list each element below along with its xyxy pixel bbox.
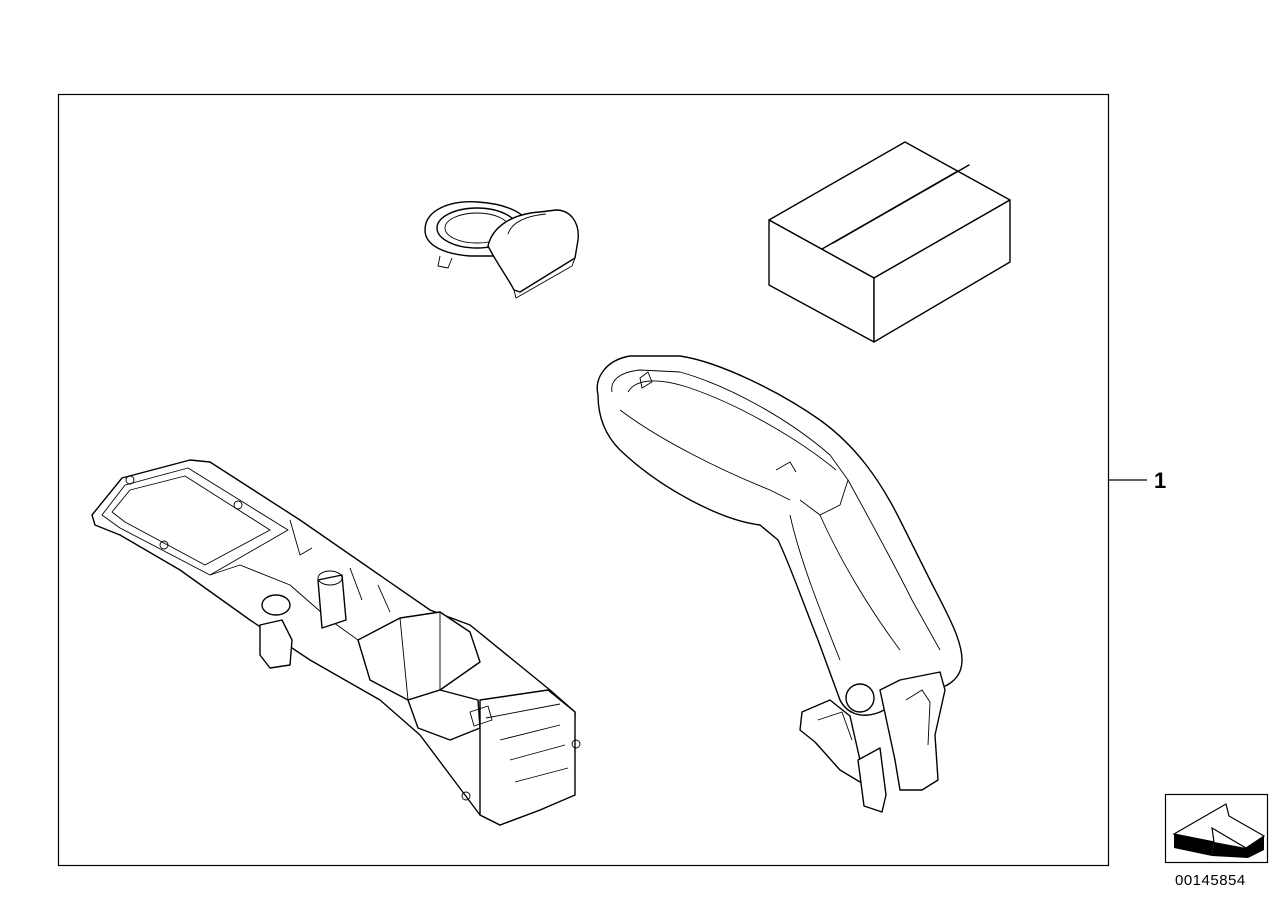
diagram-id: 00145854 xyxy=(1175,872,1246,889)
gear-shift-ring-icon xyxy=(424,201,579,299)
armrest-icon xyxy=(596,355,963,813)
orientation-arrow-icon xyxy=(1164,793,1269,864)
center-console-icon xyxy=(91,459,581,826)
packaging-box-icon xyxy=(768,141,1011,343)
callout-label: 1 xyxy=(1154,468,1166,493)
